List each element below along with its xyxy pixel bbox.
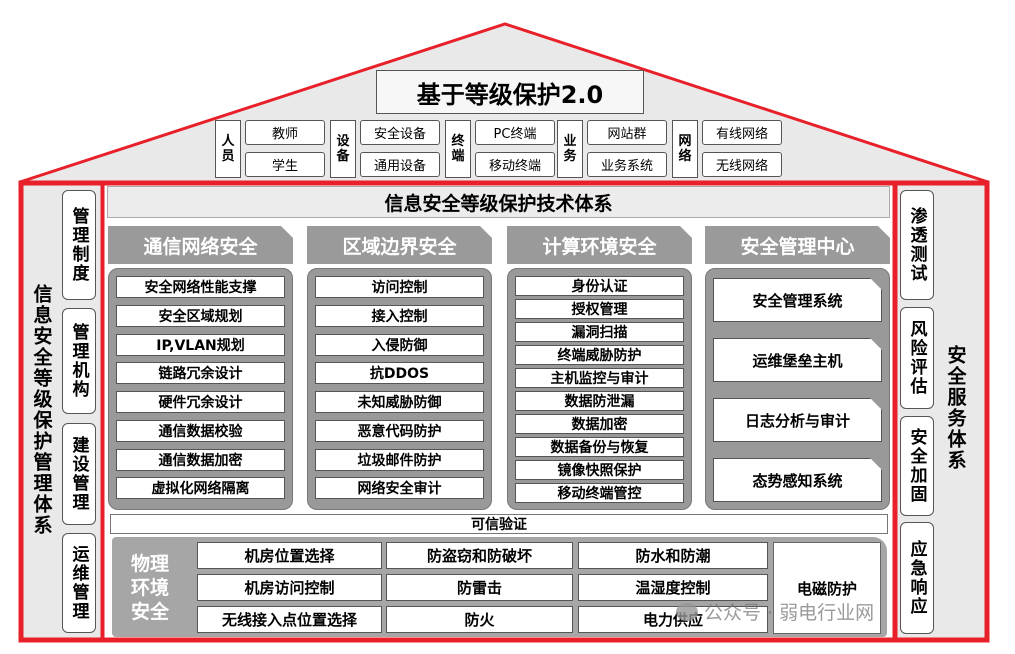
physical-item: 防雷击: [386, 574, 573, 601]
physical-item: 机房访问控制: [197, 574, 382, 601]
column-item: 镜像快照保护: [515, 460, 684, 480]
management-center-item: 安全管理系统: [713, 278, 882, 322]
wechat-icon: [676, 602, 698, 621]
column-item: 抗DDOS: [315, 362, 484, 385]
column-item: 虚拟化网络隔离: [116, 477, 285, 500]
management-item: 运维管理: [62, 533, 96, 633]
physical-item: 防火: [386, 606, 573, 633]
column-header: 计算环境安全: [507, 226, 692, 264]
column-header: 通信网络安全: [108, 226, 293, 264]
physical-item: 温湿度控制: [578, 574, 768, 601]
left-pillar-label: 信息安全等级保护管理体系: [30, 284, 53, 536]
column-item: 通信数据加密: [116, 448, 285, 471]
physical-label: 物理环境安全: [130, 553, 169, 623]
roof-group-item: PC终端: [475, 120, 555, 145]
management-center-item: 运维堡垒主机: [713, 338, 882, 382]
column-item: 未知威胁防御: [315, 391, 484, 413]
roof-group-item: 移动终端: [475, 152, 555, 177]
column-item: 终端威胁防护: [515, 345, 684, 365]
roof-group-item: 教师: [245, 120, 325, 145]
service-item: 安全加固: [900, 416, 934, 516]
physical-item: 防水和防潮: [578, 542, 768, 569]
physical-item: 机房位置选择: [197, 542, 382, 569]
service-item: 风险评估: [900, 307, 934, 409]
roof-group-item: 有线网络: [702, 120, 782, 145]
watermark-text: 公众号 · 弱电行业网: [704, 602, 875, 624]
column-item: 垃圾邮件防护: [315, 448, 484, 471]
column-item: IP,VLAN规划: [116, 333, 285, 356]
page-title: 基于等级保护2.0: [376, 70, 644, 114]
column-item: 接入控制: [315, 304, 484, 327]
column-item: 数据防泄漏: [515, 391, 684, 411]
physical-item: 无线接入点位置选择: [197, 606, 382, 633]
column-item: 访问控制: [315, 276, 484, 298]
roof-group-item: 安全设备: [360, 120, 440, 145]
column-item: 主机监控与审计: [515, 368, 684, 388]
management-item: 管理制度: [62, 190, 96, 300]
column-item: 恶意代码防护: [315, 419, 484, 442]
column-item: 授权管理: [515, 299, 684, 319]
management-item: 管理机构: [62, 308, 96, 414]
tech-system-title: 信息安全等级保护技术体系: [107, 186, 890, 218]
roof-group-item: 业务系统: [587, 152, 667, 177]
physical-item: 防盗窃和防破坏: [386, 542, 573, 569]
column-item: 硬件冗余设计: [116, 391, 285, 413]
column-header: 区域边界安全: [307, 226, 492, 264]
service-item: 渗透测试: [900, 190, 934, 300]
physical-extra-item: 电磁防护: [773, 542, 881, 634]
column-item: 通信数据校验: [116, 419, 285, 442]
column-item: 数据加密: [515, 414, 684, 434]
column-item: 安全网络性能支撑: [116, 276, 285, 298]
roof-group-item: 无线网络: [702, 152, 782, 177]
column-item: 漏洞扫描: [515, 322, 684, 342]
roof-group-item: 学生: [245, 152, 325, 177]
trusted-verification-bar: 可信验证: [110, 514, 888, 534]
management-item: 建设管理: [62, 423, 96, 525]
column-item: 安全区域规划: [116, 304, 285, 327]
roof-group-label: 网络: [672, 120, 698, 178]
roof-group-label: 设备: [330, 120, 356, 178]
roof-group-item: 通用设备: [360, 152, 440, 177]
column-item: 移动终端管控: [515, 483, 684, 503]
house-outline: [18, 180, 990, 643]
roof-group-label: 业务: [557, 120, 583, 178]
roof-group-label: 人员: [215, 120, 241, 178]
column-item: 链路冗余设计: [116, 362, 285, 385]
column-item: 数据备份与恢复: [515, 437, 684, 457]
column-item: 身份认证: [515, 276, 684, 296]
right-pillar-label: 安全服务体系: [944, 345, 967, 471]
roof-group-label: 终端: [445, 120, 471, 178]
management-center-item: 态势感知系统: [713, 458, 882, 502]
column-item: 入侵防御: [315, 333, 484, 356]
watermark: 公众号 · 弱电行业网: [676, 598, 874, 625]
roof-group-item: 网站群: [587, 120, 667, 145]
column-header: 安全管理中心: [705, 226, 890, 264]
service-item: 应急响应: [900, 522, 934, 634]
management-center-item: 日志分析与审计: [713, 398, 882, 442]
column-item: 网络安全审计: [315, 477, 484, 500]
